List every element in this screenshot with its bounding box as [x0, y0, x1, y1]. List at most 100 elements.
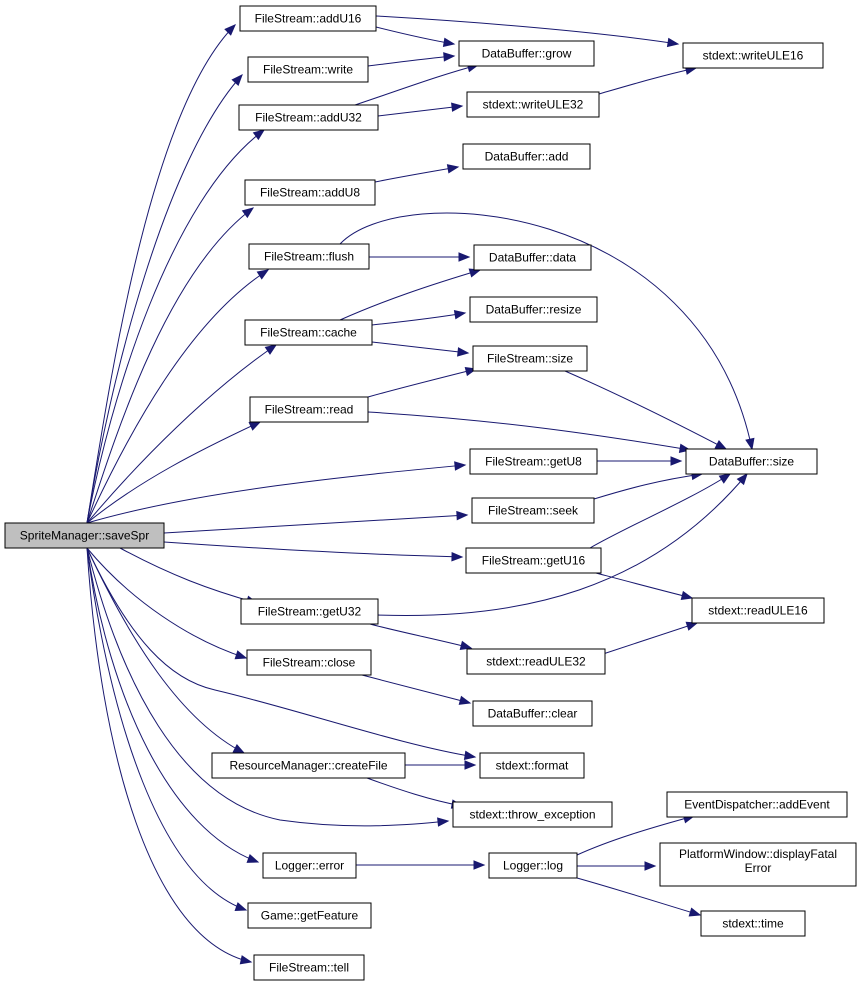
- node-box[interactable]: [469, 448, 598, 475]
- edge-line: [163, 541, 463, 558]
- node-box[interactable]: [465, 547, 602, 574]
- node-fs-addU32[interactable]: FileStream::addU32: [238, 104, 379, 131]
- node-box[interactable]: [246, 649, 372, 676]
- edge-root-to-fs_addU8: [86, 207, 255, 524]
- edge-arrowhead: [456, 510, 469, 521]
- node-fs-write[interactable]: FileStream::write: [247, 56, 369, 83]
- edge-line: [163, 514, 468, 534]
- node-box[interactable]: [473, 244, 592, 271]
- node-box[interactable]: [471, 497, 595, 524]
- node-fs-addU8[interactable]: FileStream::addU8: [244, 179, 376, 206]
- node-box[interactable]: [479, 752, 585, 779]
- call-edges: [86, 15, 755, 965]
- edge-arrowhead: [457, 347, 470, 357]
- edge-arrowhead: [644, 861, 657, 871]
- node-box[interactable]: [249, 396, 369, 423]
- node-box[interactable]: [244, 179, 376, 206]
- node-game-getFeature[interactable]: Game::getFeature: [247, 902, 372, 929]
- edge-fs_write-to-db_grow: [367, 52, 456, 67]
- node-fs-close[interactable]: FileStream::close: [246, 649, 372, 676]
- node-fs-cache[interactable]: FileStream::cache: [244, 319, 373, 346]
- edge-root-to-sx_format: [86, 547, 477, 761]
- edge-arrowhead: [464, 760, 477, 770]
- node-ed-addEvent[interactable]: EventDispatcher::addEvent: [666, 791, 848, 818]
- edge-root-to-fs_getU32: [119, 547, 259, 605]
- node-box[interactable]: [262, 852, 357, 879]
- node-box[interactable]: [458, 40, 595, 67]
- edge-line: [367, 411, 691, 451]
- edge-fs_flush-to-db_data: [368, 252, 471, 262]
- node-sx-time[interactable]: stdext::time: [700, 910, 806, 937]
- node-label: PlatformWindow::displayFatal: [679, 847, 837, 861]
- node-label: stdext::readULE16: [708, 604, 808, 618]
- node-fs-getU32[interactable]: FileStream::getU32: [240, 598, 379, 625]
- node-box[interactable]: [472, 700, 593, 727]
- node-box[interactable]: [247, 56, 369, 83]
- node-box[interactable]: [682, 42, 824, 69]
- node-label: FileStream::write: [263, 63, 353, 77]
- node-box[interactable]: [691, 597, 825, 624]
- edge-arrowhead: [264, 344, 278, 355]
- node-box[interactable]: [466, 91, 600, 118]
- node-sx-writeULE16[interactable]: stdext::writeULE16: [682, 42, 824, 69]
- node-logger-error[interactable]: Logger::error: [262, 852, 357, 879]
- node-rm-createFile[interactable]: ResourceManager::createFile: [211, 752, 406, 779]
- node-db-resize[interactable]: DataBuffer::resize: [469, 296, 598, 323]
- node-logger-log[interactable]: Logger::log: [488, 852, 578, 879]
- edge-line: [86, 207, 254, 524]
- node-box[interactable]: [666, 791, 848, 818]
- node-box[interactable]: [238, 104, 379, 131]
- edge-arrowhead: [446, 164, 460, 174]
- node-label: FileStream::flush: [264, 250, 354, 264]
- edge-root-to-fs_cache: [86, 344, 278, 524]
- node-box[interactable]: [700, 910, 806, 937]
- node-sx-throw[interactable]: stdext::throw_exception: [452, 801, 613, 828]
- node-box[interactable]: [462, 143, 591, 170]
- node-box[interactable]: [244, 319, 373, 346]
- edge-line: [86, 547, 252, 963]
- edge-line: [371, 341, 469, 354]
- node-fs-getU8[interactable]: FileStream::getU8: [469, 448, 598, 475]
- node-box[interactable]: [472, 345, 588, 372]
- node-box[interactable]: [452, 801, 613, 828]
- node-root[interactable]: SpriteManager::saveSpr: [4, 522, 165, 549]
- node-fs-tell[interactable]: FileStream::tell: [253, 954, 365, 981]
- node-fs-size[interactable]: FileStream::size: [472, 345, 588, 372]
- node-fs-getU16[interactable]: FileStream::getU16: [465, 547, 602, 574]
- edge-root-to-fs_addU32: [86, 129, 266, 524]
- node-fs-read[interactable]: FileStream::read: [249, 396, 369, 423]
- node-label: stdext::writeULE16: [703, 49, 804, 63]
- node-db-grow[interactable]: DataBuffer::grow: [458, 40, 595, 67]
- node-box[interactable]: [248, 243, 370, 270]
- edge-line: [86, 547, 259, 863]
- node-box[interactable]: [659, 842, 857, 887]
- node-db-size[interactable]: DataBuffer::size: [685, 448, 818, 475]
- edge-arrowhead: [234, 650, 248, 660]
- node-box[interactable]: [253, 954, 365, 981]
- node-box[interactable]: [488, 852, 578, 879]
- node-box[interactable]: [211, 752, 406, 779]
- node-sx-writeULE32[interactable]: stdext::writeULE32: [466, 91, 600, 118]
- node-label: FileStream::getU32: [258, 605, 362, 619]
- node-db-data[interactable]: DataBuffer::data: [473, 244, 592, 271]
- node-fs-flush[interactable]: FileStream::flush: [248, 243, 370, 270]
- node-box[interactable]: [4, 522, 165, 549]
- node-fs-seek[interactable]: FileStream::seek: [471, 497, 595, 524]
- node-sx-format[interactable]: stdext::format: [479, 752, 585, 779]
- node-sx-readULE32[interactable]: stdext::readULE32: [466, 648, 606, 675]
- edge-arrowhead: [459, 640, 473, 650]
- node-box[interactable]: [466, 648, 606, 675]
- node-box[interactable]: [239, 5, 377, 32]
- node-sx-readULE16[interactable]: stdext::readULE16: [691, 597, 825, 624]
- edge-sx_readULE32-to-sx_readULE16: [599, 621, 699, 656]
- node-box[interactable]: [240, 598, 379, 625]
- node-box[interactable]: [469, 296, 598, 323]
- node-box[interactable]: [247, 902, 372, 929]
- node-box[interactable]: [685, 448, 818, 475]
- node-fs-addU16[interactable]: FileStream::addU16: [239, 5, 377, 32]
- node-db-add[interactable]: DataBuffer::add: [462, 143, 591, 170]
- edge-root-to-fs_read: [86, 421, 262, 524]
- node-db-clear[interactable]: DataBuffer::clear: [472, 700, 593, 727]
- edge-arrowhead: [688, 907, 702, 917]
